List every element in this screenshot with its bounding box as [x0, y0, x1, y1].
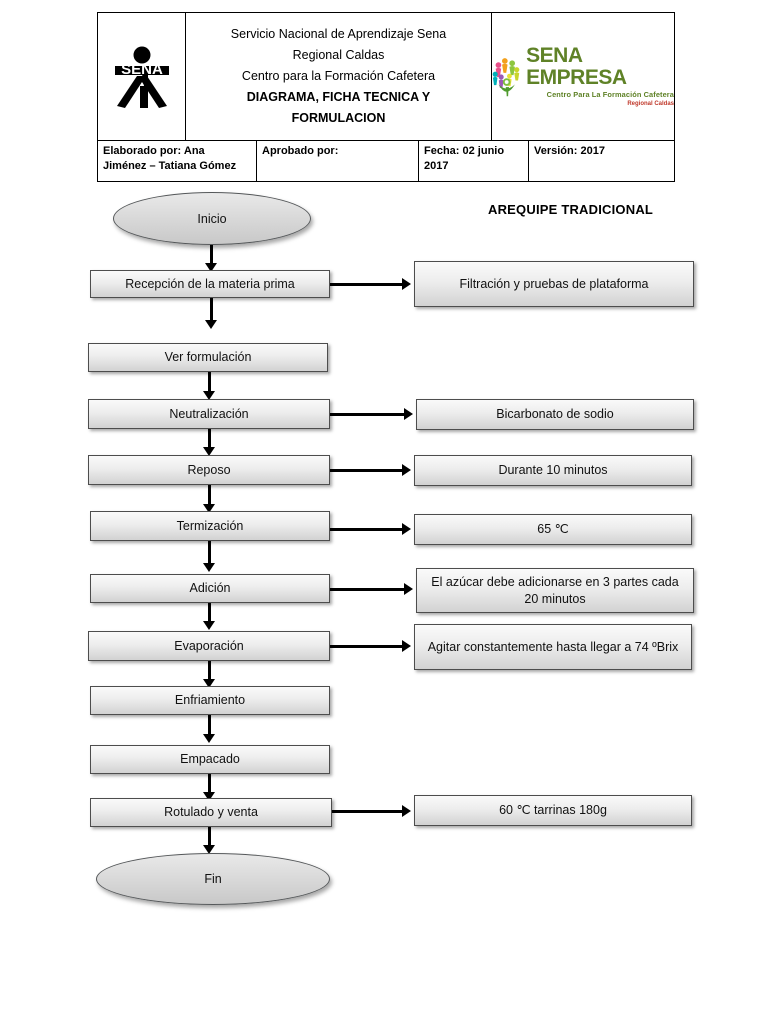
org-line-2: Regional Caldas	[292, 48, 385, 62]
arrowhead-step-5-to-note	[402, 523, 411, 535]
connector-step-1-to-step-2	[210, 298, 213, 323]
elaborado-por-label: Elaborado por: Ana	[103, 145, 205, 157]
flow-node-step-2: Ver formulación	[88, 343, 328, 372]
sena-logo-icon: SENA	[111, 44, 173, 110]
connector-step-7-to-step-8	[208, 661, 211, 681]
fecha-cell: Fecha: 02 junio 2017	[419, 141, 529, 181]
arrowhead-step-7-to-note	[402, 640, 411, 652]
flow-node-step-7: Evaporación	[88, 631, 330, 661]
version-cell: Versión: 2017	[529, 141, 674, 181]
fecha-label: Fecha: 02 junio	[424, 145, 505, 157]
flow-node-start: Inicio	[113, 192, 311, 245]
connector-step-3-to-step-4	[208, 429, 211, 449]
elaborado-por-cell: Elaborado por: Ana Jiménez – Tatiana Góm…	[98, 141, 257, 181]
sena-figure-icon: SENA	[114, 46, 169, 108]
document-title-cell: Servicio Nacional de Aprendizaje Sena Re…	[186, 13, 492, 140]
arrowhead-step-7-to-step-8	[203, 679, 215, 688]
arrowhead-step-3-to-step-4	[203, 447, 215, 456]
arrowhead-step-4-to-note	[402, 464, 411, 476]
fecha-value: 2017	[424, 160, 449, 172]
sena-empresa-logo-cell: SENA EMPRESA Centro Para La Formación Ca…	[492, 13, 674, 140]
people-tree-icon	[492, 57, 520, 96]
connector-step-4-to-step-5	[208, 485, 211, 506]
connector-step-6-to-note	[330, 588, 406, 591]
connector-step-5-to-note	[330, 528, 404, 531]
connector-step-4-to-note	[330, 469, 404, 472]
header-meta-row: Elaborado por: Ana Jiménez – Tatiana Góm…	[98, 141, 674, 181]
sena-empresa-text: SENA EMPRESA Centro Para La Formación Ca…	[526, 45, 674, 108]
document-header-table: SENA Servicio Nacional de Aprendizaje Se…	[97, 12, 675, 182]
flow-node-step-6: Adición	[90, 574, 330, 603]
org-line-1: Servicio Nacional de Aprendizaje Sena	[230, 27, 447, 41]
flow-node-step-1: Recepción de la materia prima	[90, 270, 330, 298]
version-label: Versión: 2017	[534, 145, 605, 157]
connector-step-9-to-step-10	[208, 774, 211, 794]
flow-node-step-9: Empacado	[90, 745, 330, 774]
flow-node-step-8: Enfriamiento	[90, 686, 330, 715]
flow-note-step-7: Agitar constantemente hasta llegar a 74 …	[414, 624, 692, 670]
arrowhead-step-6-to-note	[404, 583, 413, 595]
arrowhead-step-9-to-step-10	[203, 792, 215, 801]
arrowhead-step-5-to-step-6	[203, 563, 215, 572]
arrowhead-step-2-to-step-3	[203, 391, 215, 400]
empresa-region: Regional Caldas	[627, 101, 674, 107]
header-top-row: SENA Servicio Nacional de Aprendizaje Se…	[98, 13, 674, 141]
arrowhead-start-to-step-1	[205, 263, 217, 272]
connector-step-1-to-note	[330, 283, 404, 286]
flow-node-step-5: Termización	[90, 511, 330, 541]
flow-note-step-3: Bicarbonato de sodio	[416, 399, 694, 430]
arrowhead-step-3-to-note	[404, 408, 413, 420]
arrowhead-step-4-to-step-5	[203, 504, 215, 513]
org-line-5: FORMULACION	[291, 111, 386, 125]
flow-note-step-1: Filtración y pruebas de plataforma	[414, 261, 694, 307]
connector-step-7-to-note	[330, 645, 404, 648]
flow-node-step-3: Neutralización	[88, 399, 330, 429]
arrowhead-step-8-to-step-9	[203, 734, 215, 743]
connector-step-2-to-step-3	[208, 372, 211, 394]
connector-step-5-to-step-6	[208, 541, 211, 566]
empresa-title: SENA EMPRESA	[526, 44, 627, 89]
svg-text:SENA: SENA	[121, 61, 163, 78]
sena-empresa-logo: SENA EMPRESA Centro Para La Formación Ca…	[492, 45, 674, 108]
flow-note-step-4: Durante 10 minutos	[414, 455, 692, 486]
aprobado-por-label: Aprobado por:	[262, 145, 339, 157]
org-line-4: DIAGRAMA, FICHA TECNICA Y	[246, 90, 431, 104]
diagram-title: AREQUIPE TRADICIONAL	[488, 202, 654, 217]
connector-step-8-to-step-9	[208, 715, 211, 736]
connector-step-3-to-note	[330, 413, 406, 416]
flow-note-step-6: El azúcar debe adicionarse en 3 partes c…	[416, 568, 694, 613]
arrowhead-step-1-to-step-2	[205, 320, 217, 329]
connector-step-10-to-note	[332, 810, 404, 813]
flow-note-step-5: 65 ℃	[414, 514, 692, 545]
connector-start-to-step-1	[210, 245, 213, 266]
arrowhead-step-1-to-note	[402, 278, 411, 290]
flow-node-step-10: Rotulado y venta	[90, 798, 332, 827]
org-line-3: Centro para la Formación Cafetera	[241, 69, 436, 83]
connector-step-10-to-end	[208, 827, 211, 847]
flow-node-end: Fin	[96, 853, 330, 905]
connector-step-6-to-step-7	[208, 603, 211, 623]
arrowhead-step-10-to-note	[402, 805, 411, 817]
elaborado-por-value: Jiménez – Tatiana Gómez	[103, 160, 237, 172]
arrowhead-step-6-to-step-7	[203, 621, 215, 630]
flow-node-step-4: Reposo	[88, 455, 330, 485]
empresa-subtitle: Centro Para La Formación Cafetera	[546, 90, 674, 99]
sena-logo-cell: SENA	[98, 13, 186, 140]
flow-note-step-10: 60 ℃ tarrinas 180g	[414, 795, 692, 826]
arrowhead-step-10-to-end	[203, 845, 215, 854]
aprobado-por-cell: Aprobado por:	[257, 141, 419, 181]
